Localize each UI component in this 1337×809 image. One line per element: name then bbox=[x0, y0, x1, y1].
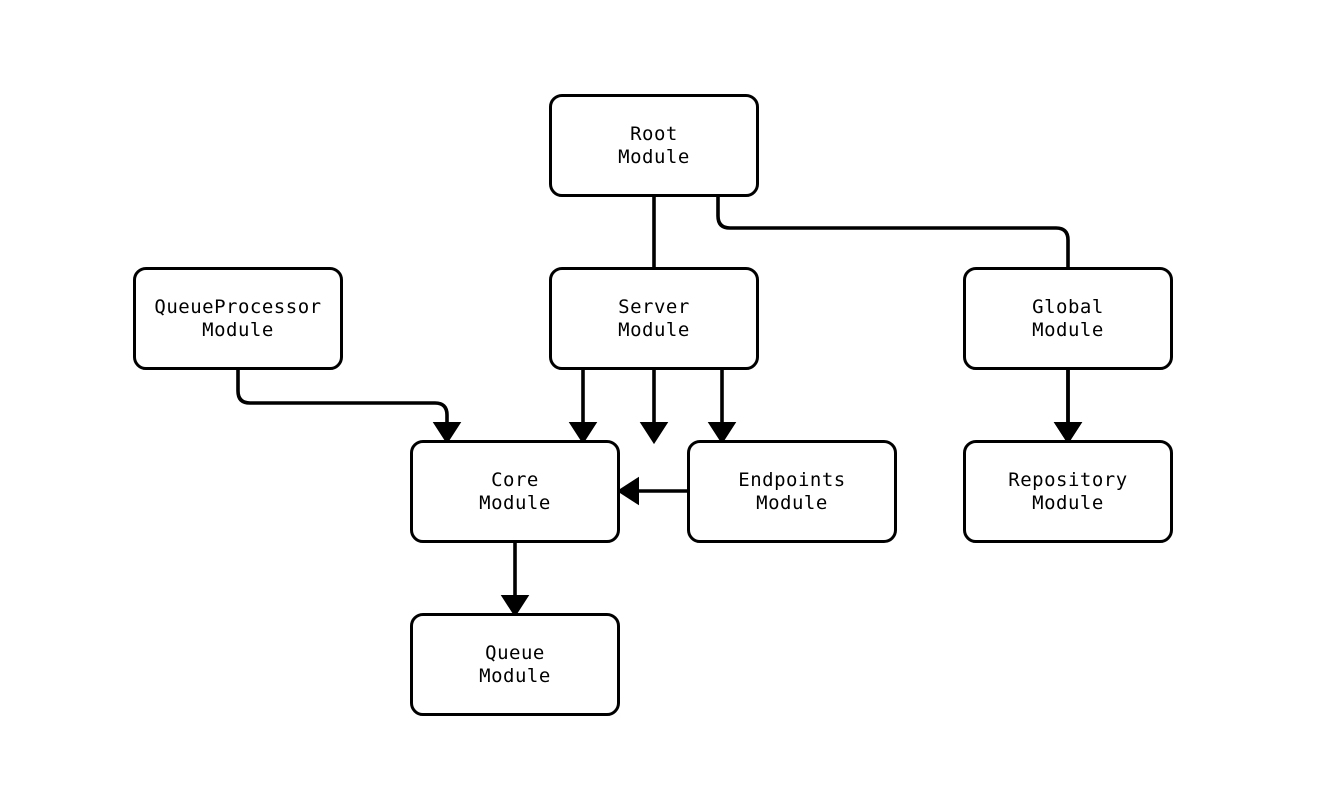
node-server-module-line2: Module bbox=[618, 318, 690, 341]
node-root-module-line2: Module bbox=[618, 145, 690, 168]
node-repository-module-line2: Module bbox=[1032, 491, 1104, 514]
node-global-module-line2: Module bbox=[1032, 318, 1104, 341]
node-core-module-line2: Module bbox=[479, 491, 551, 514]
node-queueprocessor-module-line2: Module bbox=[202, 318, 274, 341]
node-server-module[interactable]: Server Module bbox=[549, 267, 759, 370]
edge-queueprocessor-to-core bbox=[236, 370, 462, 445]
node-global-module-line1: Global bbox=[1032, 295, 1104, 318]
node-queueprocessor-module[interactable]: QueueProcessor Module bbox=[133, 267, 343, 370]
node-endpoints-module[interactable]: Endpoints Module bbox=[687, 440, 897, 543]
node-core-module-line1: Core bbox=[491, 468, 539, 491]
node-root-module-line1: Root bbox=[630, 122, 678, 145]
node-global-module[interactable]: Global Module bbox=[963, 267, 1173, 370]
node-repository-module[interactable]: Repository Module bbox=[963, 440, 1173, 543]
node-queueprocessor-module-line1: QueueProcessor bbox=[154, 295, 322, 318]
node-root-module[interactable]: Root Module bbox=[549, 94, 759, 197]
node-queue-module-line2: Module bbox=[479, 664, 551, 687]
node-server-module-line1: Server bbox=[618, 295, 690, 318]
node-queue-module-line1: Queue bbox=[485, 641, 545, 664]
node-core-module[interactable]: Core Module bbox=[410, 440, 620, 543]
node-endpoints-module-line1: Endpoints bbox=[738, 468, 846, 491]
node-endpoints-module-line2: Module bbox=[756, 491, 828, 514]
node-queue-module[interactable]: Queue Module bbox=[410, 613, 620, 716]
node-repository-module-line1: Repository bbox=[1008, 468, 1128, 491]
